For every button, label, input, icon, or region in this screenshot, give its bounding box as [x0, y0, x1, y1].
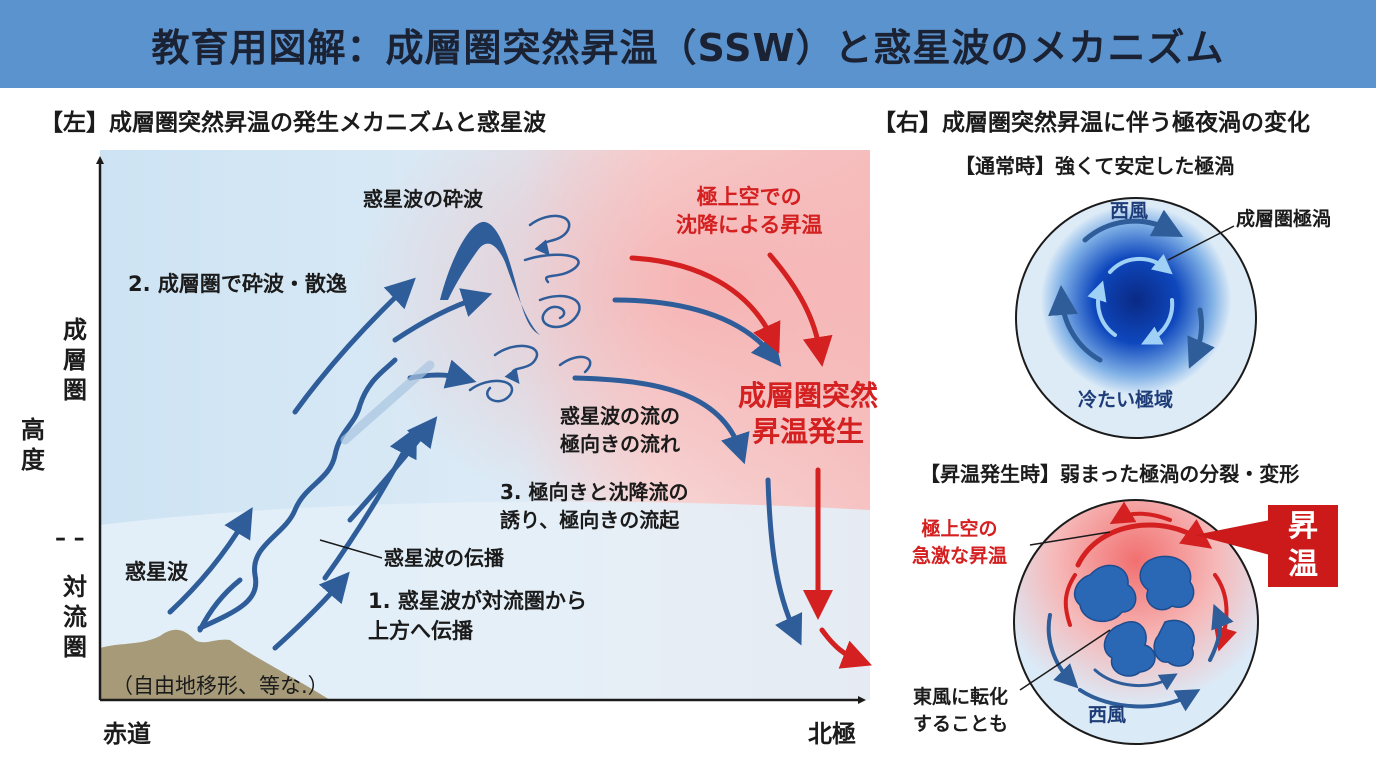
title-bar: 教育用図解：成層圏突然昇温（SSW）と惑星波のメカニズム [0, 0, 1376, 88]
poleward-flow-label: 惑星波の流の 極向きの流れ [560, 402, 680, 458]
ssw-onset-label: 成層圏突然 昇温発生 [738, 378, 878, 450]
vortex-label: 成層圏極渦 [1236, 208, 1332, 230]
strat-char: 圏 [63, 376, 87, 404]
planetary-wave-label: 惑星波 [125, 560, 188, 584]
ssw-subtitle: 【昇温発生時】弱まった極渦の分裂・変形 [920, 462, 1300, 486]
step1-line: 1. 惑星波が対流圏から [368, 589, 587, 613]
step1-line: 上方へ伝播 [368, 619, 473, 643]
turbulent-swirls [468, 214, 592, 403]
trop-char: 流 [63, 603, 87, 631]
split-vortex-blobs [1073, 555, 1195, 677]
ssw-westerly-label: 西風 [1088, 704, 1127, 726]
step1-label: 1. 惑星波が対流圏から 上方へ伝播 [368, 586, 587, 646]
breaking-wave-crest [440, 221, 540, 335]
trop-char: 対 [63, 573, 87, 601]
troposphere-band [100, 501, 870, 700]
right-section-heading: 【右】成層圏突然昇温に伴う極夜渦の変化 [873, 110, 1310, 136]
wave-propagation-line [197, 357, 398, 631]
y-axis-label: 高 度 [18, 415, 48, 475]
easterly-line: することも [913, 713, 1009, 735]
page-title: 教育用図解：成層圏突然昇温（SSW）と惑星波のメカニズム [151, 25, 1225, 70]
troposphere-label: 対 流 圏 [60, 572, 90, 662]
polar-heating-label: 極上空での 沈降による昇温 [676, 183, 822, 239]
poleward-flow-line: 惑星波の流の [560, 404, 680, 428]
poleward-flow-line: 極向きの流れ [560, 432, 680, 456]
ssw-heating-line: 急激な昇温 [912, 545, 1008, 567]
y-axis-char: 高 [21, 416, 45, 444]
ssw-heating-line: 極上空の [921, 518, 998, 540]
left-section-heading: 【左】成層圏突然昇温の発生メカニズムと惑星波 [40, 110, 546, 136]
terrain-shape [100, 629, 330, 700]
easterly-line: 東風に転化 [913, 686, 1009, 708]
step2-label: 2. 成層圏で砕波・散逸 [128, 272, 347, 296]
y-axis-char: 度 [21, 446, 45, 474]
ssw-onset-line: 昇温発生 [752, 415, 865, 448]
normal-vortex-arrows [1048, 209, 1215, 369]
ssw-vortex-arrows [1046, 501, 1237, 712]
strat-char: 層 [63, 346, 87, 374]
strat-char: 成 [63, 316, 87, 344]
badge-char: 昇 [1288, 509, 1318, 544]
step3-line: 3. 極向きと沈降流の [500, 480, 689, 504]
polar-heating-line: 沈降による昇温 [676, 213, 823, 237]
heating-badge-pointer [1195, 520, 1270, 555]
boundary-mark: – – [55, 526, 85, 551]
cold-region-label: 冷たい極域 [1078, 389, 1174, 411]
descent-arrows [629, 252, 872, 669]
trop-char: 圏 [63, 633, 87, 661]
stratosphere-label: 成 層 圏 [60, 315, 90, 405]
heating-badge-text: 昇 温 [1283, 508, 1323, 584]
x-axis-label-pole: 北極 [808, 720, 856, 748]
heating-badge [1268, 505, 1338, 587]
step3-label: 3. 極向きと沈降流の 誘り、極向きの流起 [500, 478, 688, 534]
polar-heating-line: 極上空での [696, 185, 802, 209]
easterly-label: 東風に転化 することも [913, 684, 1008, 738]
step3-line: 誘り、極向きの流起 [500, 508, 680, 532]
terrain-label: （自由地移形、等な.） [112, 674, 329, 698]
ssw-heating-label: 極上空の 急激な昇温 [912, 516, 1007, 570]
wave-propagation-label: 惑星波の伝播 [384, 546, 504, 570]
wave-breaking-label: 惑星波の砕波 [363, 187, 483, 211]
normal-vortex-core [1041, 205, 1231, 395]
x-axis-label-equator: 赤道 [103, 720, 151, 748]
normal-westerly-label: 西風 [1110, 200, 1149, 222]
normal-subtitle: 【通常時】強くて安定した極渦 [955, 154, 1235, 178]
badge-char: 温 [1288, 547, 1318, 582]
ssw-onset-line: 成層圏突然 [738, 379, 879, 412]
